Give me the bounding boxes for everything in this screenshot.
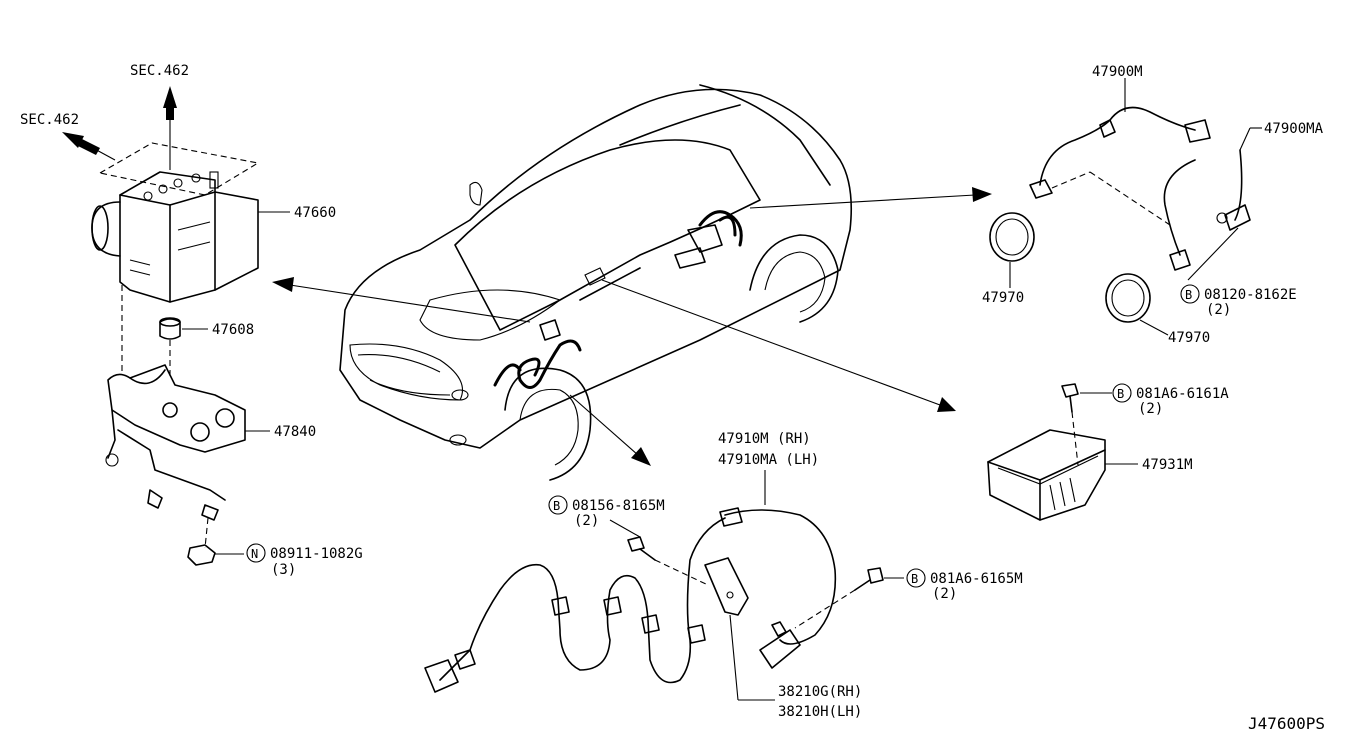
label-47840: 47840	[274, 424, 316, 440]
rear-sensor-harness-47900M	[1029, 106, 1211, 226]
label-47660: 47660	[294, 205, 336, 221]
vehicle-front-sensor-wire	[493, 319, 582, 389]
arrow-to-rear-sensor	[749, 187, 992, 209]
label-081A6-6161A: 081A6-6161A	[1136, 386, 1229, 402]
label-47608: 47608	[212, 322, 254, 338]
label-47970-b: 47970	[1168, 330, 1210, 346]
diagram-code: J47600PS	[1248, 714, 1325, 733]
vehicle-outline	[339, 84, 853, 481]
prefix-b-08156: B	[553, 499, 560, 513]
nut-08911	[187, 544, 216, 566]
front-sensor-harness	[424, 507, 837, 701]
label-47910MA: 47910MA (LH)	[718, 452, 819, 468]
label-47910M: 47910M (RH)	[718, 431, 811, 447]
prefix-b-08120: B	[1185, 288, 1192, 302]
sensor-rotor-47970-a	[989, 212, 1035, 288]
abs-actuator-47660	[91, 142, 260, 375]
sec-462-left-label: SEC.462	[20, 112, 79, 128]
label-38210G: 38210G(RH)	[778, 684, 862, 700]
sec-arrow-up	[163, 86, 177, 170]
arrow-to-front-sensor	[569, 394, 651, 466]
bolt-08156	[627, 536, 709, 586]
arrow-to-actuator	[272, 277, 531, 323]
grommet-47608	[159, 317, 181, 380]
label-47900MA: 47900MA	[1264, 121, 1324, 137]
label-47900M: 47900M	[1092, 64, 1143, 80]
prefix-b-081A6-6161A: B	[1117, 387, 1124, 401]
label-081A6-6165M-qty: (2)	[932, 586, 957, 602]
label-38210H: 38210H(LH)	[778, 704, 862, 720]
label-08911: 08911-1082G	[270, 546, 363, 562]
label-47970-a: 47970	[982, 290, 1024, 306]
label-08156: 08156-8165M	[572, 498, 665, 514]
sec-arrow-left	[62, 132, 116, 161]
bolt-081A6-6165M	[794, 567, 884, 629]
label-081A6-6161A-qty: (2)	[1138, 401, 1163, 417]
vehicle-rear-sensor-wire	[674, 210, 743, 269]
prefix-n-08911: N	[251, 547, 258, 561]
label-08156-qty: (2)	[574, 513, 599, 529]
yaw-rate-sensor-47931M	[987, 429, 1106, 521]
bracket-47840	[105, 364, 246, 549]
label-08120-qty: (2)	[1206, 302, 1231, 318]
prefix-b-081A6-6165M: B	[911, 572, 918, 586]
label-08120: 08120-8162E	[1204, 287, 1297, 303]
arrow-to-yaw-sensor	[601, 279, 956, 412]
bolt-081A6-6161A	[1061, 383, 1079, 466]
label-08911-qty: (3)	[271, 562, 296, 578]
rear-sensor-harness-47900MA	[1163, 149, 1251, 271]
label-081A6-6165M: 081A6-6165M	[930, 571, 1023, 587]
sensor-rotor-47970-b	[1105, 273, 1169, 336]
sec-462-top-label: SEC.462	[130, 63, 189, 79]
label-47931M: 47931M	[1142, 457, 1193, 473]
